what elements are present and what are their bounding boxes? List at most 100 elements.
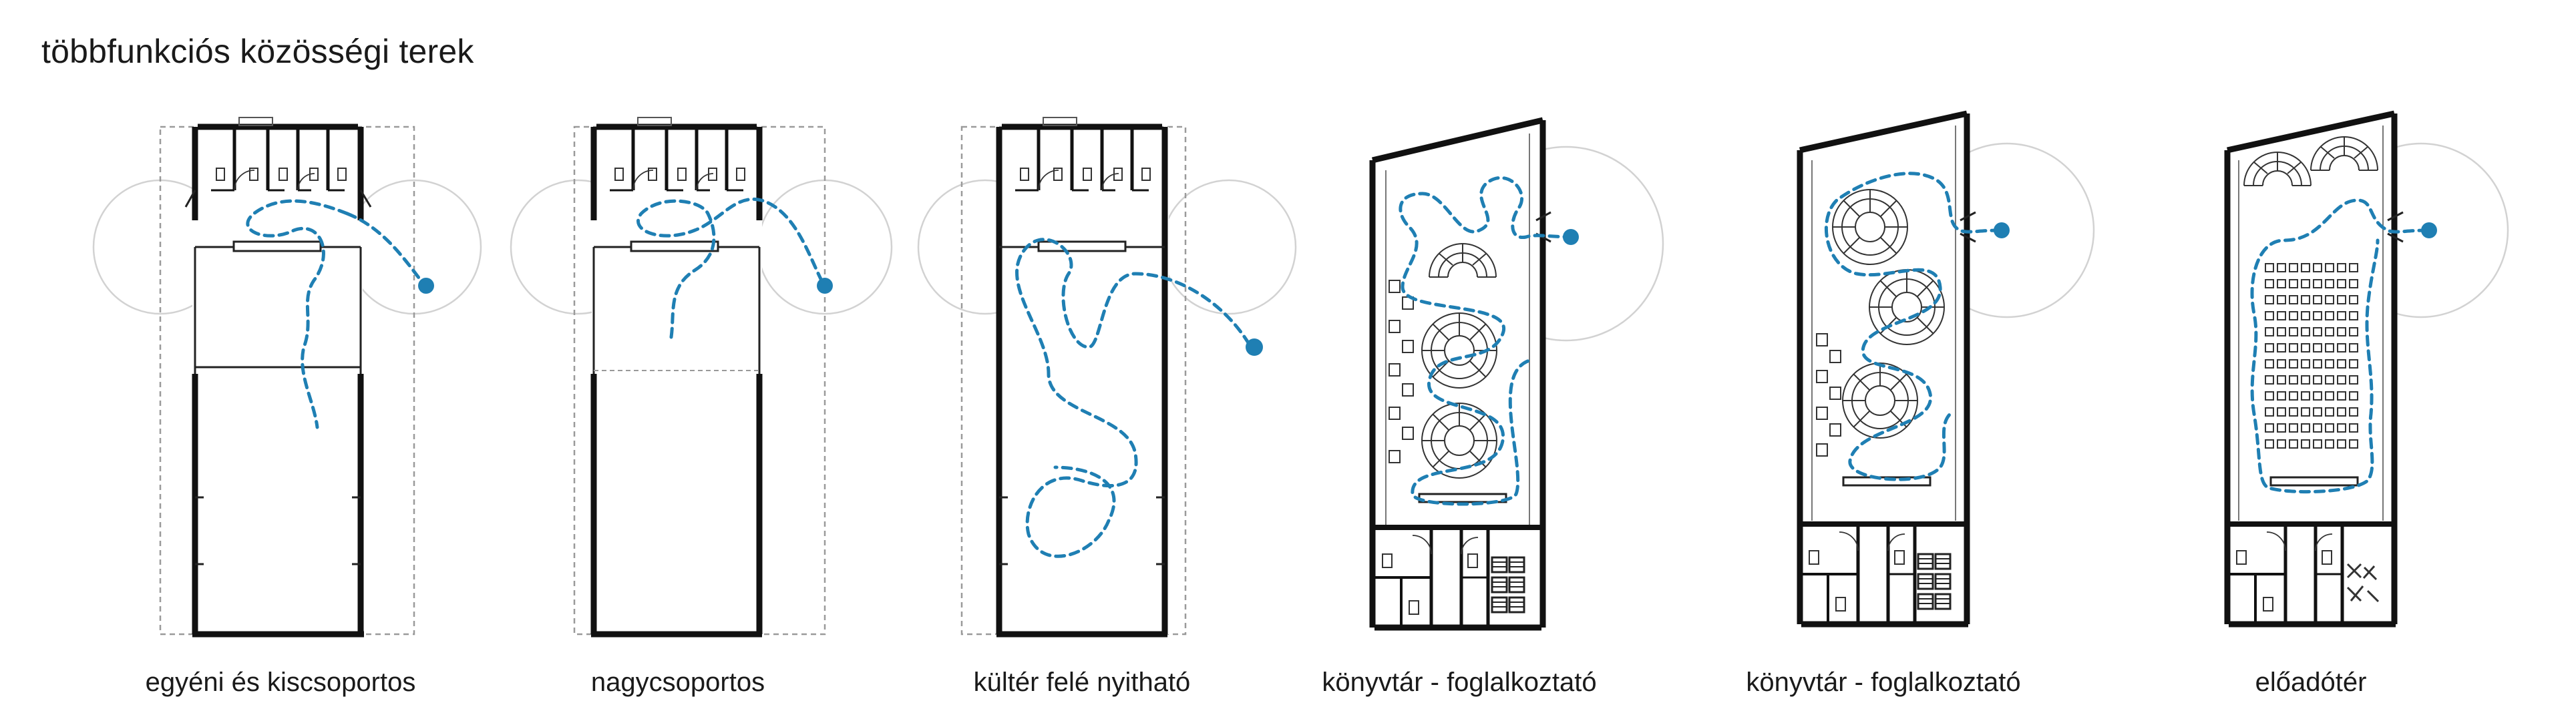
seat — [2289, 423, 2298, 433]
seat — [2313, 295, 2322, 304]
seat — [2277, 311, 2286, 320]
seat — [2313, 391, 2322, 401]
seat — [2265, 327, 2274, 336]
seat — [2289, 391, 2298, 401]
seat — [2313, 279, 2322, 288]
seat — [2349, 295, 2358, 304]
seat — [2289, 359, 2298, 369]
seat — [2277, 439, 2286, 449]
caption-6: előadótér — [2255, 668, 2367, 697]
seat — [2313, 343, 2322, 352]
seat — [2325, 279, 2334, 288]
reading-chairs — [1816, 333, 1841, 457]
seat — [2301, 311, 2310, 320]
entrance-dot — [418, 278, 434, 294]
storage-chairs — [2346, 563, 2380, 603]
seat — [2301, 279, 2310, 288]
circulation-path — [345, 212, 423, 282]
seat — [2337, 279, 2346, 288]
seat — [2313, 439, 2322, 449]
circulation-path — [636, 197, 823, 339]
seat — [2313, 423, 2322, 433]
seat — [2349, 311, 2358, 320]
circulation-path — [1399, 176, 1575, 506]
seat — [2325, 263, 2334, 272]
seat — [2265, 391, 2274, 401]
seat — [2337, 263, 2346, 272]
stage — [2269, 476, 2359, 487]
counter — [232, 240, 322, 252]
seat — [2325, 311, 2334, 320]
seat — [2313, 311, 2322, 320]
circulation-path — [246, 199, 349, 429]
seat — [2265, 359, 2274, 369]
seat — [2277, 263, 2286, 272]
seat — [2313, 359, 2322, 369]
seat — [2349, 391, 2358, 401]
seat — [2265, 311, 2274, 320]
seat — [2265, 407, 2274, 417]
seat — [2337, 391, 2346, 401]
entrance-dot — [1563, 229, 1579, 245]
seat — [2301, 407, 2310, 417]
plan-3 — [917, 117, 1297, 638]
slanted-roof-wall — [1799, 110, 1968, 154]
seat — [2277, 343, 2286, 352]
reading-chairs — [1389, 280, 1414, 463]
seat — [2289, 439, 2298, 449]
seat — [2313, 263, 2322, 272]
seat — [2301, 391, 2310, 401]
seat — [2277, 279, 2286, 288]
seat — [2325, 439, 2334, 449]
seat — [2265, 343, 2274, 352]
seat — [2313, 407, 2322, 417]
seat — [2337, 423, 2346, 433]
seat — [2289, 375, 2298, 385]
seat — [2301, 295, 2310, 304]
seat — [2337, 327, 2346, 336]
plan-4 — [1369, 117, 1664, 628]
seat — [2289, 295, 2298, 304]
seat — [2325, 359, 2334, 369]
seat — [2301, 439, 2310, 449]
seat — [2277, 359, 2286, 369]
seat — [2301, 375, 2310, 385]
entrance-dot — [2421, 222, 2437, 238]
caption-5: könyvtár - foglalkoztató — [1746, 668, 2021, 697]
seat — [2277, 375, 2286, 385]
seat — [2337, 343, 2346, 352]
seat — [2337, 439, 2346, 449]
auditorium-seats — [2265, 263, 2358, 449]
seat — [2289, 343, 2298, 352]
caption-3: kültér felé nyitható — [973, 668, 1191, 697]
seat — [2349, 263, 2358, 272]
seat — [2289, 407, 2298, 417]
seat — [2301, 327, 2310, 336]
seat — [2277, 423, 2286, 433]
seat — [2265, 375, 2274, 385]
seat — [2289, 327, 2298, 336]
seat — [2349, 359, 2358, 369]
circulation-path — [1825, 172, 2002, 481]
circulation-path — [2250, 198, 2430, 494]
seat — [2277, 407, 2286, 417]
seat — [2325, 295, 2334, 304]
seat — [2337, 407, 2346, 417]
page-title: többfunkciós közösségi terek — [41, 33, 474, 70]
caption-4: könyvtár - foglalkoztató — [1322, 668, 1597, 697]
seat — [2265, 263, 2274, 272]
seat — [2313, 375, 2322, 385]
seat — [2325, 343, 2334, 352]
seat — [2265, 439, 2274, 449]
counter — [630, 240, 719, 252]
seat — [2325, 407, 2334, 417]
plan-6 — [2224, 110, 2509, 624]
entrance-dot — [817, 278, 833, 294]
seat — [2325, 391, 2334, 401]
plan-2 — [510, 117, 893, 638]
seat — [2337, 359, 2346, 369]
seat — [2277, 295, 2286, 304]
seat — [2289, 263, 2298, 272]
seat — [2289, 279, 2298, 288]
